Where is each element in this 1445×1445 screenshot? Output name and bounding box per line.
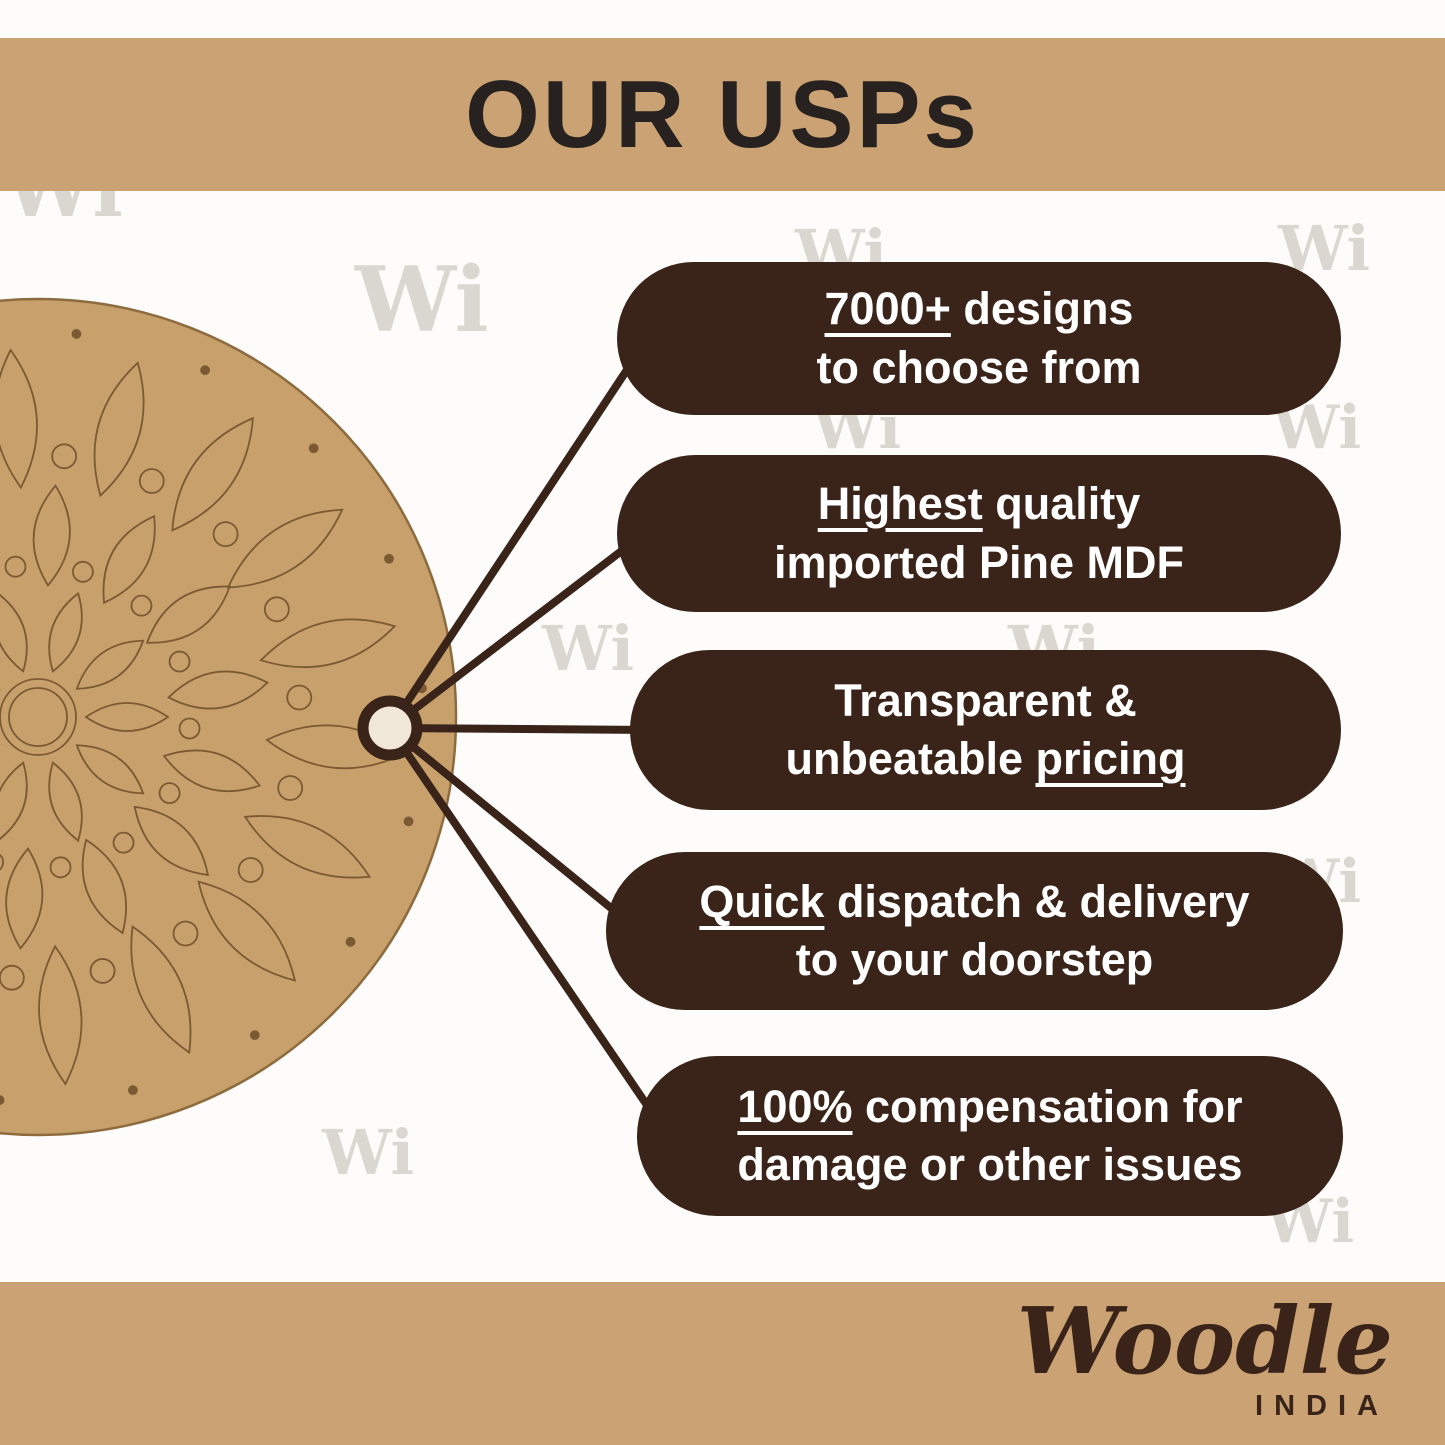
- brand-logo: Woodle INDIA: [1017, 1293, 1393, 1423]
- usp-text-line: 7000+ designs: [824, 283, 1134, 334]
- hub-node: [357, 695, 423, 761]
- usp-text-line: to choose from: [816, 341, 1142, 393]
- usp-text-line: unbeatable pricing: [785, 733, 1186, 784]
- footer-banner: [0, 1282, 1445, 1445]
- page-title: OUR USPs: [465, 60, 980, 168]
- header-banner: OUR USPs: [0, 38, 1445, 191]
- usp-text-line: Transparent &: [834, 674, 1137, 726]
- usp-text-line: Highest quality: [817, 478, 1141, 529]
- connector-lines: [386, 335, 672, 1139]
- usp-text-line: damage or other issues: [737, 1139, 1243, 1190]
- usp-text-line: Quick dispatch & delivery: [699, 875, 1250, 927]
- brand-name: Woodle: [1016, 1287, 1393, 1395]
- brand-country: INDIA: [1255, 1389, 1389, 1422]
- usp-pill: 7000+ designs to choose from: [617, 262, 1341, 415]
- usp-text-line: to your doorstep: [795, 934, 1154, 985]
- usp-text-line: imported Pine MDF: [773, 536, 1184, 588]
- usp-pill: 100% compensation for damage or other iss…: [637, 1056, 1343, 1216]
- usp-pill: Transparent & unbeatable pricing: [630, 650, 1341, 810]
- usp-text-line: 100% compensation for: [737, 1080, 1243, 1132]
- usp-pill: Highest quality imported Pine MDF: [617, 455, 1341, 612]
- usp-pill: Quick dispatch & delivery to your doorste…: [606, 852, 1343, 1010]
